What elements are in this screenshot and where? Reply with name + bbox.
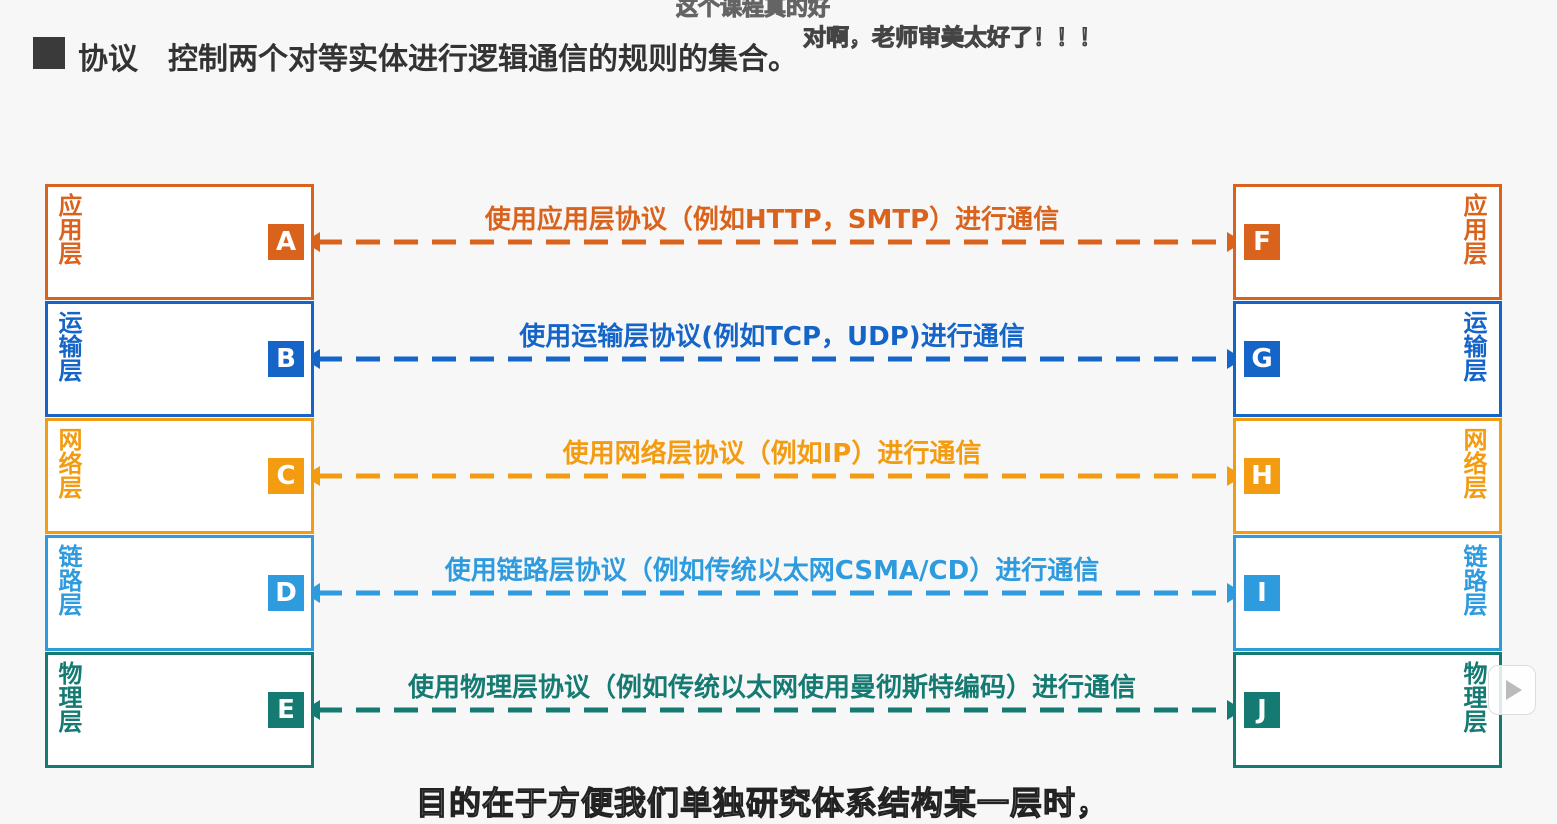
protocol-label-1: 使用应用层协议（例如HTTP，SMTP）进行通信 <box>484 205 1060 235</box>
entity-D: D <box>268 575 304 611</box>
layer-name-left: 物理层 <box>54 661 82 733</box>
entity-C: C <box>268 458 304 494</box>
entity-J: J <box>1244 692 1280 728</box>
entity-E: E <box>268 692 304 728</box>
title-term: 协议 <box>78 42 138 77</box>
layer-name-right: 运输层 <box>1459 310 1487 382</box>
layer-name-left: 链路层 <box>54 544 82 616</box>
layer-name-left: 网络层 <box>54 427 82 499</box>
layer-name-right: 物理层 <box>1459 661 1487 733</box>
entity-I: I <box>1244 575 1280 611</box>
protocol-label-3: 使用网络层协议（例如IP）进行通信 <box>562 439 982 469</box>
video-subtitle: 目的在于方便我们单独研究体系结构某一层时， <box>415 783 1110 822</box>
danmaku-top: 这个课程真的好 <box>675 0 831 22</box>
layer-name-right: 链路层 <box>1459 544 1487 616</box>
protocol-label-5: 使用物理层协议（例如传统以太网使用曼彻斯特编码）进行通信 <box>407 673 1137 703</box>
danmaku-comment: 对啊，老师审美太好了！！！ <box>803 25 1103 52</box>
entity-H: H <box>1244 458 1280 494</box>
entity-A: A <box>268 224 304 260</box>
protocol-label-2: 使用运输层协议(例如TCP，UDP)进行通信 <box>519 322 1025 352</box>
entity-F: F <box>1244 224 1280 260</box>
layer-name-left: 应用层 <box>54 193 82 265</box>
entity-B: B <box>268 341 304 377</box>
layer-box-right-5: 物理层 <box>1233 652 1502 768</box>
title-bullet <box>33 37 65 69</box>
layer-name-right: 应用层 <box>1459 193 1487 265</box>
entity-G: G <box>1244 341 1280 377</box>
layer-name-left: 运输层 <box>54 310 82 382</box>
title-definition: 控制两个对等实体进行逻辑通信的规则的集合。 <box>168 42 798 77</box>
protocol-label-4: 使用链路层协议（例如传统以太网CSMA/CD）进行通信 <box>444 556 1100 586</box>
play-icon[interactable] <box>1488 665 1536 715</box>
layer-name-right: 网络层 <box>1459 427 1487 499</box>
